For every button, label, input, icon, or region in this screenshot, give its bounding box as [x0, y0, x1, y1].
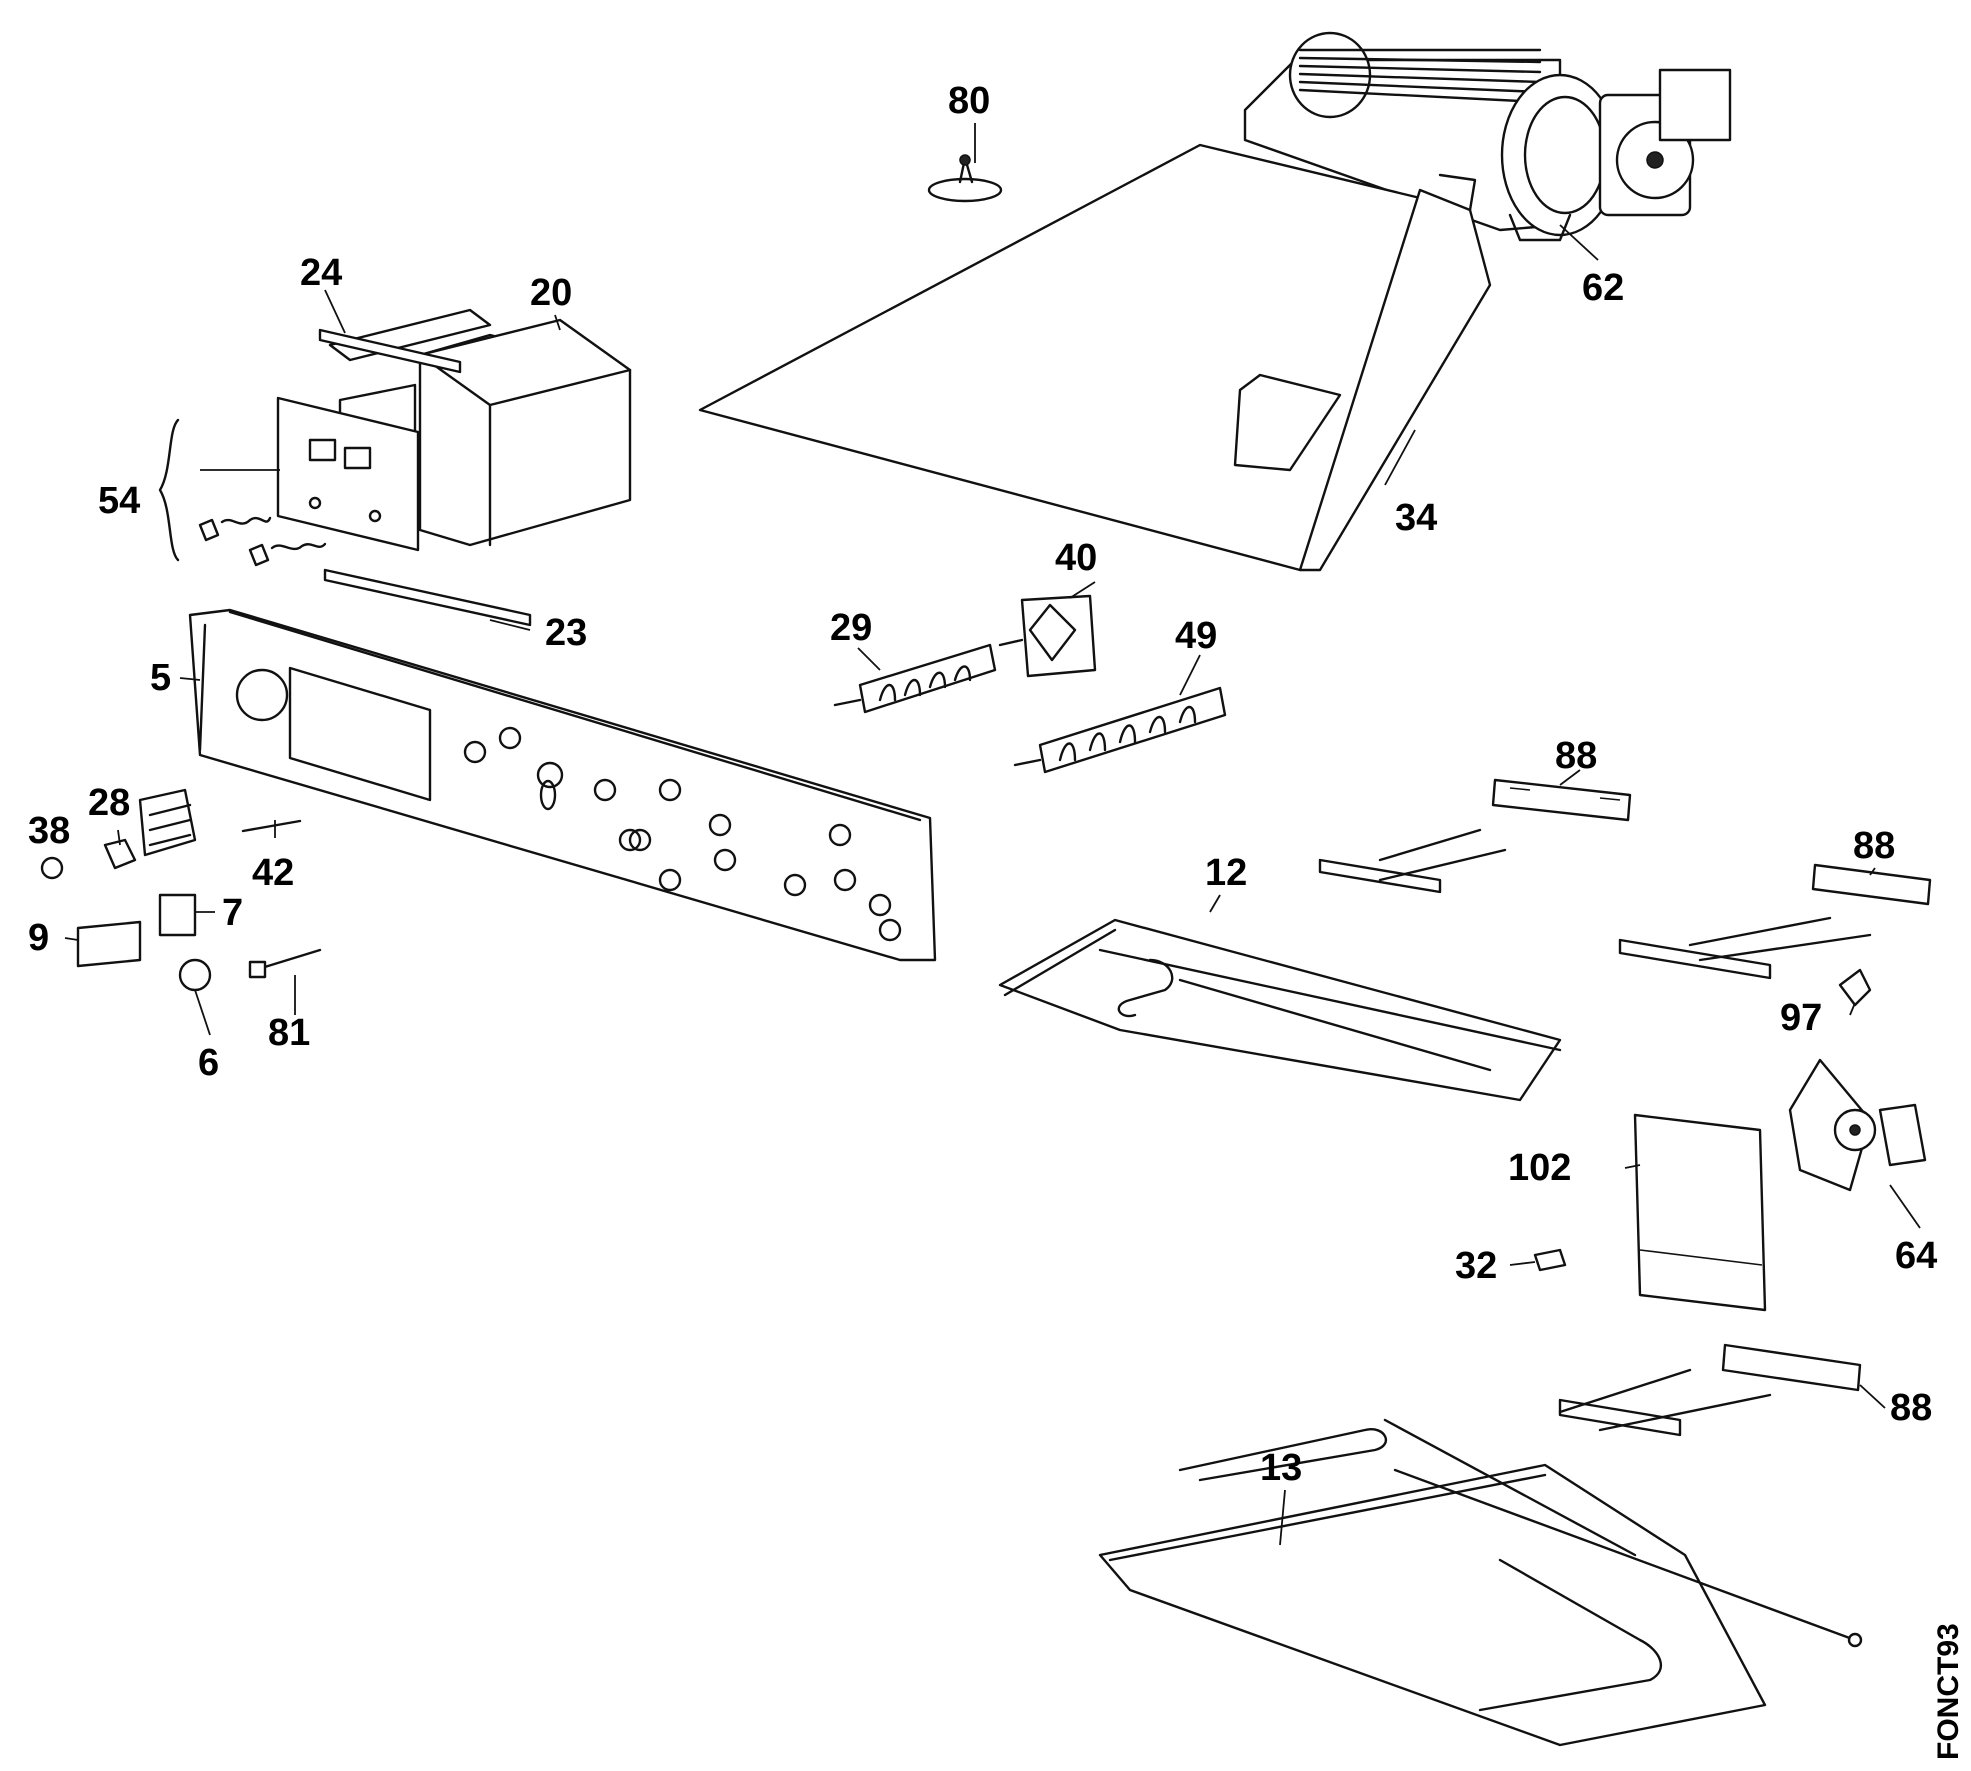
timer-box [328, 308, 632, 547]
air-duct-plate [698, 143, 1492, 572]
callout-62: 62 [1582, 267, 1624, 309]
heating-element-12 [998, 828, 1872, 1102]
insulating-pad-88b [1811, 863, 1932, 906]
callout-6: 6 [198, 1042, 219, 1084]
callout-24: 24 [300, 252, 342, 294]
callout-34: 34 [1395, 497, 1437, 539]
thermostat-40 [998, 594, 1097, 678]
callout-32: 32 [1455, 1245, 1497, 1287]
selector-switch-29 [833, 643, 997, 714]
fan-motor-assembly [1243, 31, 1732, 242]
heating-element-13 [1098, 1368, 1863, 1747]
insulating-pad-88a [1491, 778, 1632, 822]
selector-switch-49 [1013, 686, 1227, 774]
callout-23: 23 [545, 612, 587, 654]
callout-40: 40 [1055, 537, 1097, 579]
insulation-pad-102 [1633, 1113, 1767, 1312]
figure-code: FONCT93 [1932, 1623, 1965, 1760]
callout-labels: 80 62 24 20 54 34 23 40 29 49 5 88 28 38… [28, 80, 1937, 1489]
callout-28: 28 [88, 782, 130, 824]
callout-5: 5 [150, 657, 171, 699]
control-panel-frame [188, 608, 937, 962]
leader-lines [64, 123, 1921, 1546]
callout-13: 13 [1260, 1447, 1302, 1489]
nut-32 [1533, 1248, 1567, 1272]
callout-88-middle: 88 [1853, 825, 1895, 867]
callout-97: 97 [1780, 997, 1822, 1039]
callout-29: 29 [830, 607, 872, 649]
callout-20: 20 [530, 272, 572, 314]
callout-38: 38 [28, 810, 70, 852]
small-fitting-80 [927, 154, 1003, 203]
callout-80: 80 [948, 80, 990, 122]
small-parts-left [40, 788, 322, 992]
insulating-pad-88c [1721, 1343, 1862, 1392]
callout-88-upper: 88 [1555, 735, 1597, 777]
callout-42: 42 [252, 852, 294, 894]
callout-102: 102 [1508, 1147, 1571, 1189]
fan-blade-64 [1788, 1058, 1927, 1192]
callout-12: 12 [1205, 852, 1247, 894]
callout-88-lower: 88 [1890, 1387, 1932, 1429]
callout-64: 64 [1895, 1235, 1937, 1277]
trim-strip-23 [323, 568, 532, 627]
callout-49: 49 [1175, 615, 1217, 657]
callout-7: 7 [222, 892, 243, 934]
callout-54: 54 [98, 480, 140, 522]
clip-97 [1838, 968, 1872, 1007]
display-fascia [158, 396, 420, 567]
callout-9: 9 [28, 917, 49, 959]
callout-81: 81 [268, 1012, 310, 1054]
trim-strip-24 [318, 328, 462, 374]
